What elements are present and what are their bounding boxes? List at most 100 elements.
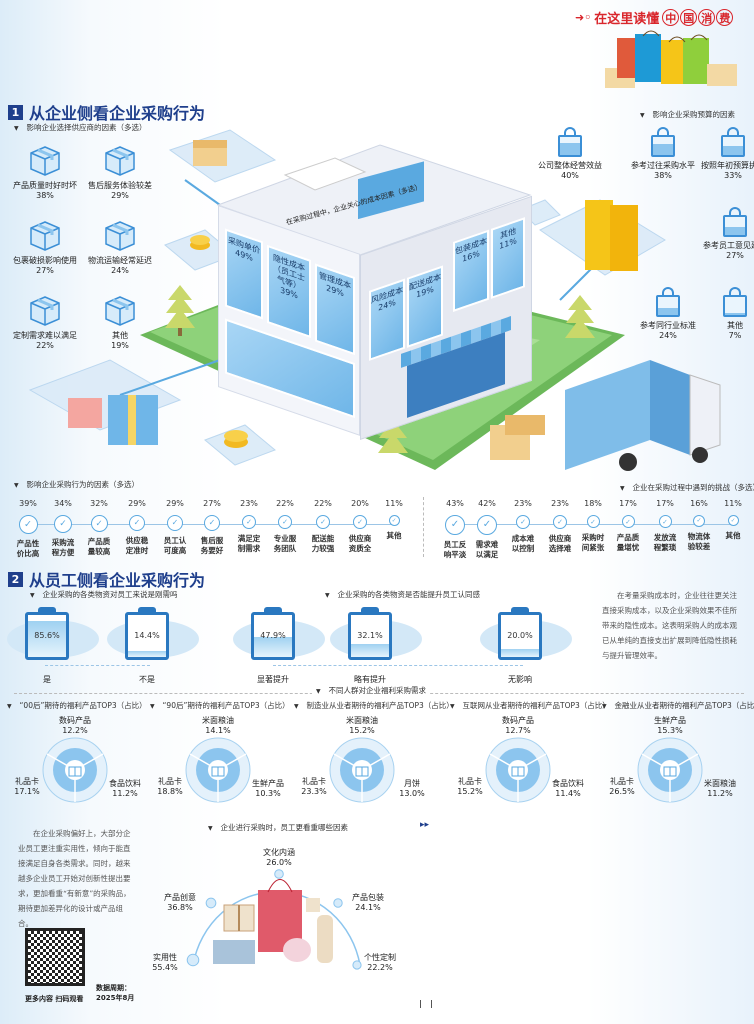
item-label: 专业服务团队 <box>273 534 297 553</box>
supplier-factors-title: 影响企业选择供应商的因素（多选） <box>14 122 147 133</box>
segment-pct: 26.5% <box>609 787 635 796</box>
barcode-mark <box>420 1000 432 1008</box>
segment-pct: 15.2% <box>457 787 483 796</box>
segment-pct: 12.2% <box>62 726 88 735</box>
check-circle-icon: ✓ <box>516 515 530 529</box>
item-pct: 19% <box>111 341 129 350</box>
gifts-illustration <box>213 879 333 964</box>
behavior-item: 32%✓产品质量较高 <box>86 499 112 557</box>
fill-level <box>254 636 292 657</box>
item-pct: 27% <box>203 499 221 508</box>
data-period-label: 数据周期： <box>96 984 131 992</box>
identity-title: 企业采购的各类物资是否能提升员工认同感 <box>325 589 481 600</box>
item-pct: 29% <box>111 191 129 200</box>
behavior-item: 34%✓采购流程方便 <box>50 499 76 558</box>
check-circle-icon: ✓ <box>727 515 739 526</box>
item-label: 参考过往采购水平 <box>631 161 695 170</box>
item-pct: 39% <box>19 499 37 508</box>
donut-title: “00后”期待的福利产品TOP3（占比） <box>7 700 147 711</box>
donut-title: “90后”期待的福利产品TOP3（占比） <box>150 700 290 711</box>
behavior-item: 22%✓配送能力较强 <box>310 499 336 554</box>
logo-char: 消 <box>698 9 716 26</box>
check-circle-icon: ✓ <box>316 515 330 529</box>
cost-note-paragraph: 在考量采购成本时，企业往往更关注直接采购成本，以及企业采购效果不佳所带来的隐性成… <box>602 591 737 660</box>
item-label: 供应稳定准时 <box>125 536 149 555</box>
challenges-item: 42%✓需求难以满足 <box>474 499 500 560</box>
item-pct: 38% <box>36 191 54 200</box>
check-circle-icon: ✓ <box>693 515 705 527</box>
segment-label: 数码产品 <box>502 716 534 725</box>
factor-pct: 26.0% <box>266 858 292 867</box>
item-pct: 22% <box>36 341 54 350</box>
item-label: 参考员工意见建议 <box>703 241 754 250</box>
package-box-icon <box>29 220 61 252</box>
donut-chart <box>485 737 551 803</box>
segment-label: 礼品卡 <box>457 777 482 786</box>
logo-char: 中 <box>662 9 680 26</box>
item-label: 售后服务要好 <box>200 536 224 555</box>
segment-pct: 15.2% <box>349 726 375 735</box>
next-arrows-icon[interactable]: ▸▸ <box>420 820 430 830</box>
item-pct: 29% <box>166 499 184 508</box>
package-box-icon <box>104 220 136 252</box>
qr-code[interactable] <box>25 928 85 986</box>
item-pct: 24% <box>659 331 677 340</box>
clipboard-label: 是 <box>43 675 51 684</box>
item-pct: 42% <box>478 499 496 508</box>
item-pct: 23% <box>514 499 532 508</box>
donut-title: 制造业从业者期待的福利产品TOP3（占比） <box>294 700 454 711</box>
donut-chart <box>185 737 251 803</box>
challenges-item: 11%✓其他 <box>720 499 746 541</box>
factor-point <box>274 869 284 879</box>
budget-factors-title: 影响企业采购预算的因素 <box>640 109 736 120</box>
fill-level <box>128 650 166 657</box>
clipboard-icon: 14.4% <box>125 612 169 660</box>
item-pct: 7% <box>728 331 742 340</box>
factor-pct: 22.2% <box>367 963 393 972</box>
challenges-title: 企业在采购过程中遇到的挑战（多选） <box>620 482 754 493</box>
item-pct: 18% <box>584 499 602 508</box>
challenges-item: 43%✓员工反响平淡 <box>442 499 468 560</box>
qr-caption: 更多内容 扫码观看 <box>25 995 84 1003</box>
item-label: 供应商选择难 <box>548 534 572 553</box>
check-circle-icon: ✓ <box>353 515 367 529</box>
donut-title: 金融业从业者期待的福利产品TOP3（占比） <box>602 700 754 711</box>
clipboard-label: 略有提升 <box>354 675 386 684</box>
segment-pct: 17.1% <box>14 787 40 796</box>
item-label: 物流运输经常延迟 <box>88 256 152 265</box>
clipboard-label: 无影响 <box>508 675 532 684</box>
item-pct: 27% <box>726 251 744 260</box>
item-pct: 32% <box>90 499 108 508</box>
key-icon: ➜◦ <box>575 11 592 24</box>
item-pct: 22% <box>314 499 332 508</box>
header-logo: ➜◦ 在这里读懂 中国消费 <box>575 8 734 27</box>
package-box-icon <box>29 295 61 327</box>
check-circle-icon: ✓ <box>388 515 400 526</box>
check-circle-icon: ✓ <box>586 515 600 528</box>
package-box-icon <box>104 145 136 177</box>
donut-title: 互联网从业者期待的福利产品TOP3（占比） <box>450 700 610 711</box>
clipboard-pct: 20.0% <box>507 631 533 640</box>
factor-name: 文化内涵 <box>263 848 295 857</box>
segment-pct: 18.8% <box>157 787 183 796</box>
segment-label: 米面粮油 <box>202 716 234 725</box>
segment-pct: 12.7% <box>505 726 531 735</box>
section-number: 1 <box>8 104 23 120</box>
item-label: 产品质量时好时坏 <box>13 181 77 190</box>
challenges-item: 16%✓物流体验较差 <box>686 499 712 552</box>
item-pct: 16% <box>690 499 708 508</box>
check-circle-icon: ✓ <box>204 515 220 531</box>
behavior-factors-title: 影响企业采购行为的因素（多选） <box>14 479 140 490</box>
behavior-item: 23%✓满足定制需求 <box>236 499 262 554</box>
clipboard-pct: 32.1% <box>357 631 383 640</box>
